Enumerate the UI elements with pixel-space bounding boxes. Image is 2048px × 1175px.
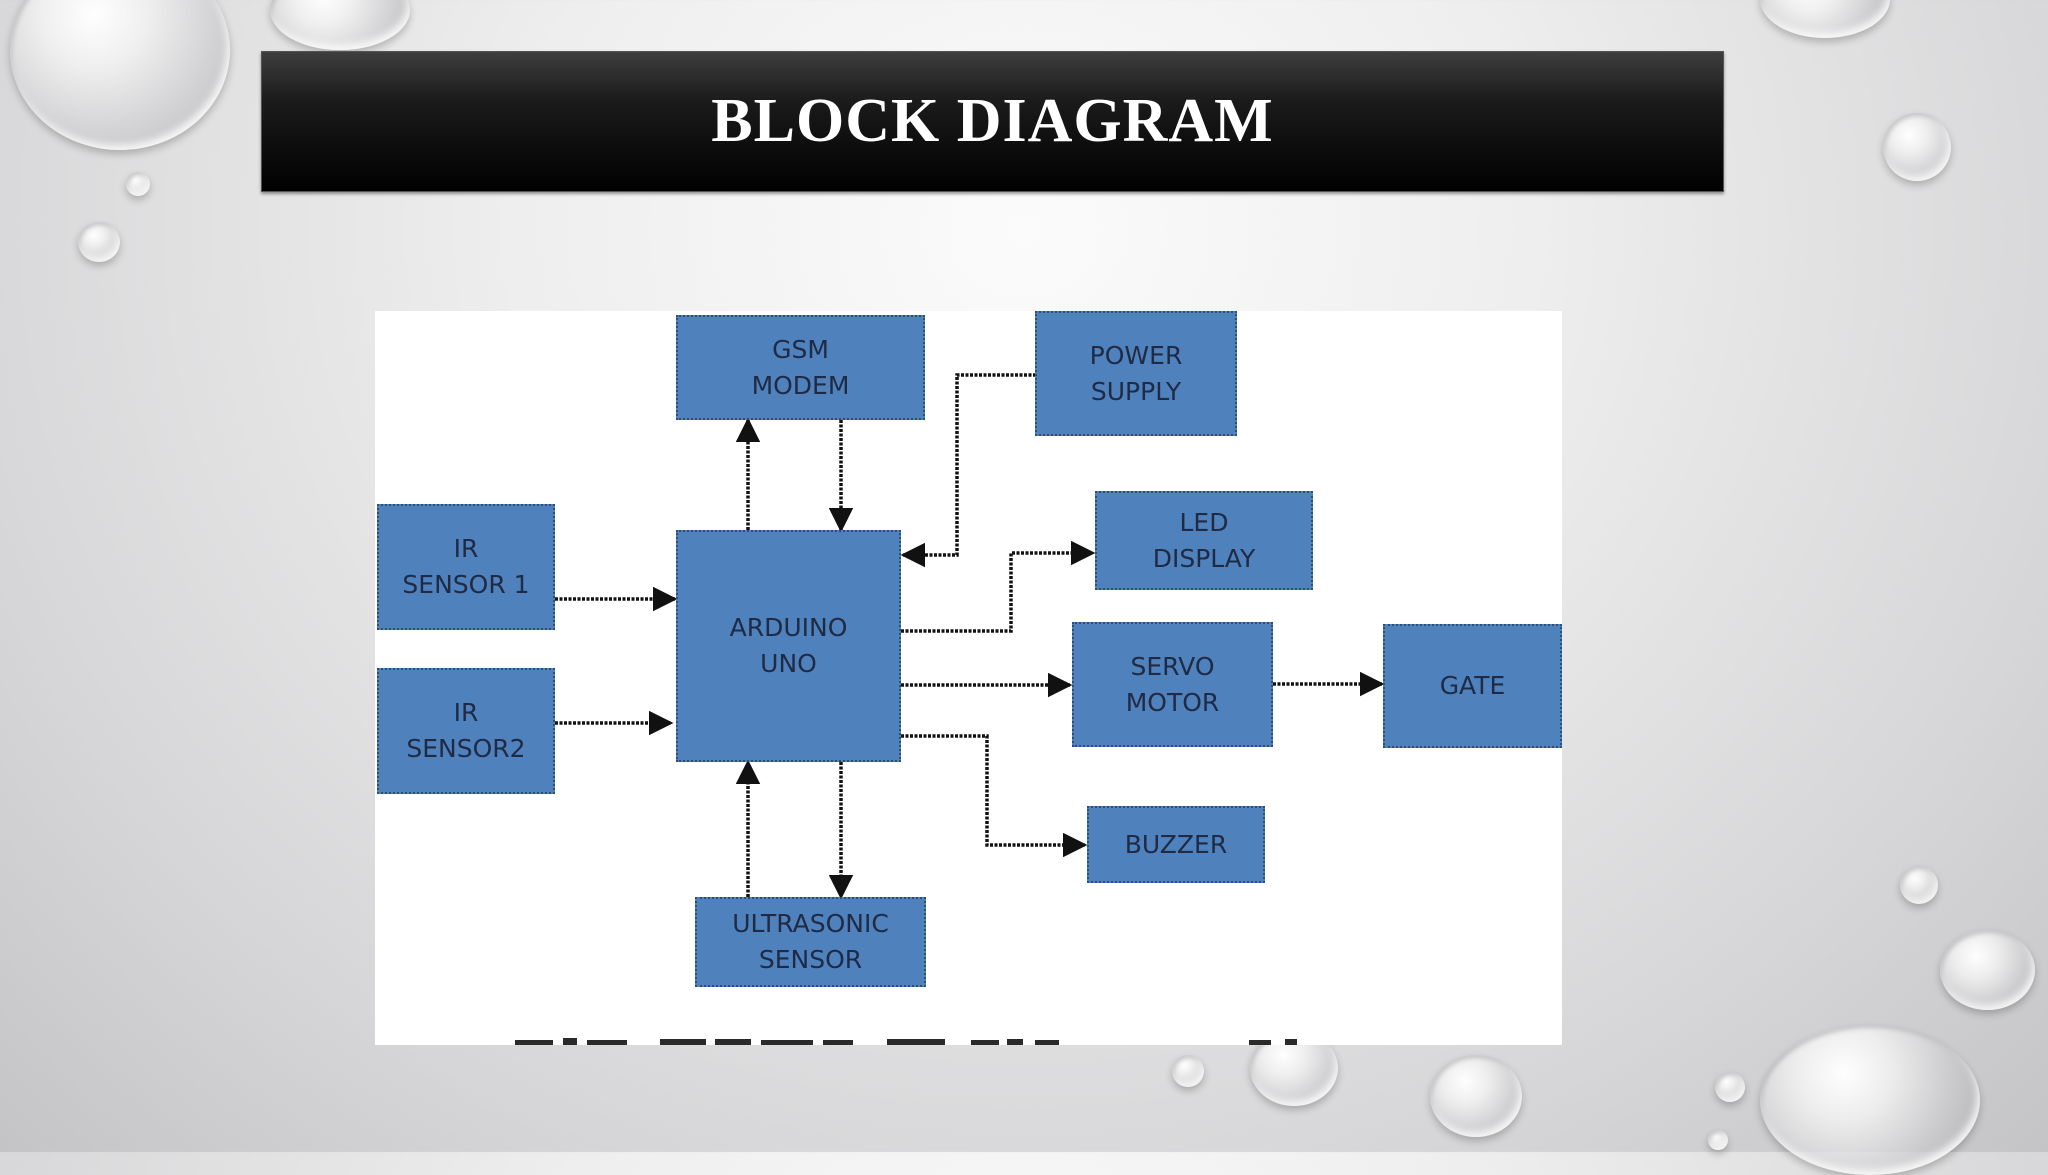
water-drop-decoration — [1430, 1055, 1522, 1137]
block-buzzer: BUZZER — [1087, 806, 1265, 883]
water-drop-decoration — [126, 172, 150, 196]
block-gate: GATE — [1383, 624, 1562, 748]
water-drop-decoration — [1172, 1055, 1204, 1087]
block-ir-sensor-2: IR SENSOR2 — [377, 668, 555, 794]
water-drop-decoration — [1760, 0, 1890, 38]
water-drop-decoration — [1900, 866, 1938, 904]
water-drop-decoration — [1883, 113, 1951, 181]
water-drop-decoration — [1715, 1072, 1745, 1102]
arrow-power-to-arduino — [900, 373, 1036, 568]
block-gsm-modem: GSM MODEM — [676, 315, 925, 420]
block-arduino-uno: ARDUINO UNO — [676, 530, 901, 762]
block-power-supply: POWER SUPPLY — [1035, 311, 1237, 436]
arrow-arduino-to-buzzer — [901, 734, 1088, 858]
block-servo-motor: SERVO MOTOR — [1072, 622, 1273, 747]
water-drop-decoration — [1760, 1025, 1980, 1175]
connection-arrows — [555, 373, 1385, 900]
title-banner: BLOCK DIAGRAM — [261, 51, 1724, 192]
water-drop-decoration — [1940, 930, 2035, 1010]
water-drop-decoration — [78, 222, 120, 262]
block-diagram: GSM MODEM POWER SUPPLY IR SENSOR 1 IR SE… — [375, 311, 1562, 1045]
slide-title: BLOCK DIAGRAM — [711, 87, 1274, 155]
water-drop-decoration — [270, 0, 410, 50]
block-ultrasonic-sensor: ULTRASONIC SENSOR — [695, 897, 926, 987]
arrow-arduino-to-led — [901, 540, 1096, 633]
block-led-display: LED DISPLAY — [1095, 491, 1313, 590]
cropped-caption-fragment — [515, 1038, 1297, 1045]
water-drop-decoration — [1708, 1130, 1728, 1150]
block-ir-sensor-1: IR SENSOR 1 — [377, 504, 555, 630]
water-drop-decoration — [10, 0, 230, 150]
